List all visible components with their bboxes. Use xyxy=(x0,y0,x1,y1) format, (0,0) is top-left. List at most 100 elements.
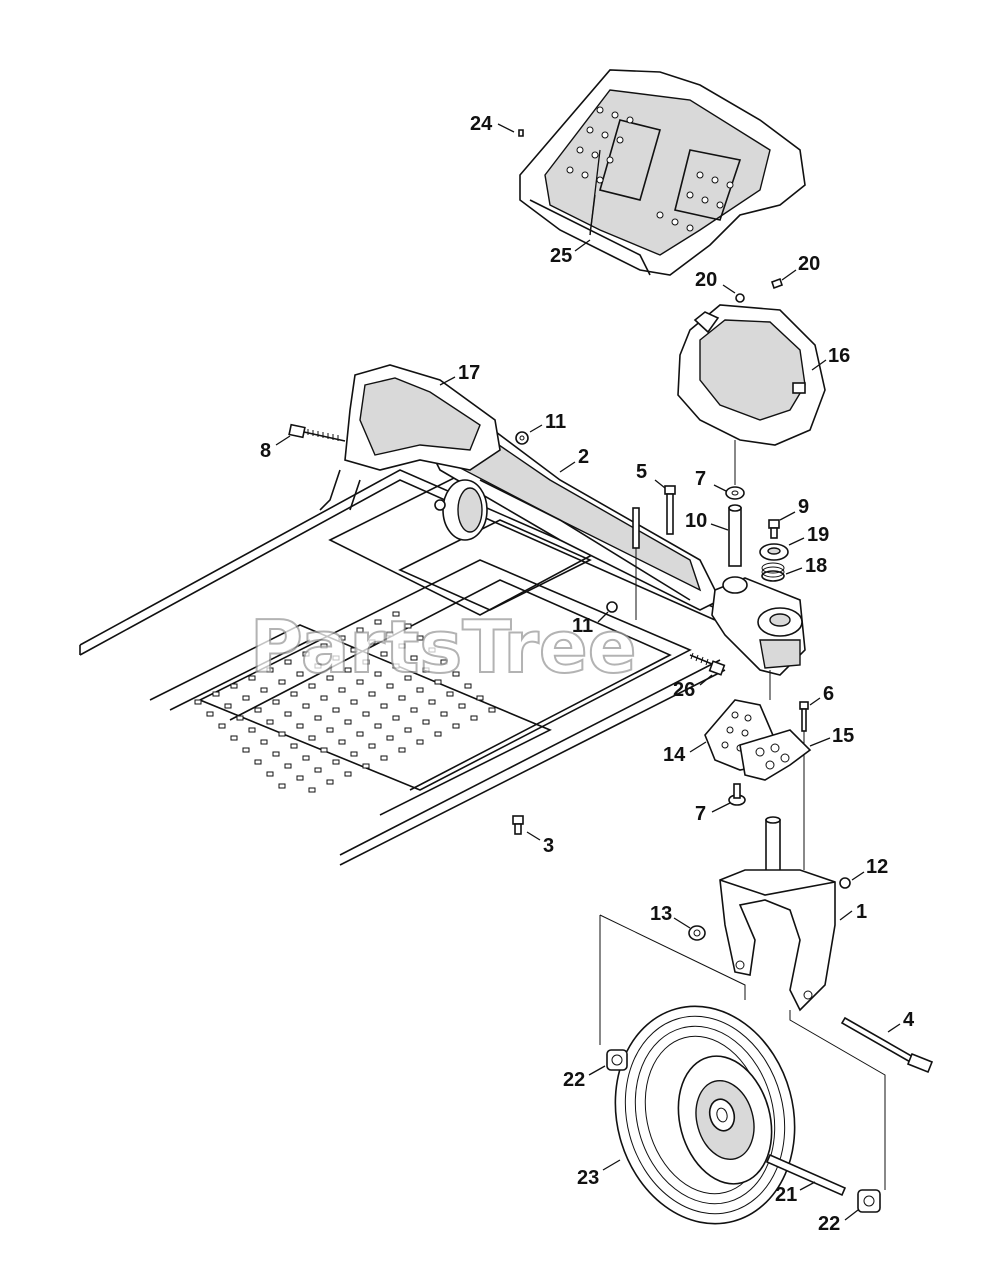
floor-hole xyxy=(350,751,358,757)
bolt-3 xyxy=(512,815,524,835)
nut-12 xyxy=(839,877,851,889)
callout-label-12: 12 xyxy=(866,856,888,878)
callout-17: 17 xyxy=(439,362,480,386)
callout-label-4: 4 xyxy=(903,1009,915,1031)
floor-hole xyxy=(422,719,430,725)
callout-label-22-left: 22 xyxy=(563,1069,585,1091)
bolt-6 xyxy=(799,701,809,870)
floor-hole xyxy=(362,763,370,769)
callout-22-left: 22 xyxy=(563,1065,606,1091)
floor-hole xyxy=(368,639,376,645)
callout-11-b: 11 xyxy=(572,611,609,637)
floor-hole xyxy=(332,759,340,765)
callout-5: 5 xyxy=(636,461,666,489)
floor-hole xyxy=(308,787,316,793)
cover-16 xyxy=(677,304,826,485)
callout-label-18: 18 xyxy=(805,555,827,577)
bolt-26 xyxy=(689,652,726,676)
floor-hole xyxy=(422,667,430,673)
callout-label-1: 1 xyxy=(856,901,867,923)
pin-10 xyxy=(728,504,742,567)
floor-hole xyxy=(350,699,358,705)
spacer-22-left xyxy=(606,1049,628,1071)
floor-hole xyxy=(380,755,388,761)
floor-hole xyxy=(284,711,292,717)
floor-hole xyxy=(302,651,310,657)
callout-label-2: 2 xyxy=(578,446,589,468)
floor-hole xyxy=(302,755,310,761)
nut-11-b xyxy=(606,601,618,613)
floor-hole xyxy=(362,711,370,717)
floor-hole xyxy=(284,763,292,769)
callout-2: 2 xyxy=(559,446,589,473)
callout-1: 1 xyxy=(839,901,867,923)
spacer-22-right xyxy=(857,1189,881,1213)
floor-hole xyxy=(404,623,412,629)
floor-hole xyxy=(416,635,424,641)
callout-label-9: 9 xyxy=(798,496,809,518)
floor-hole xyxy=(254,759,262,765)
floor-hole xyxy=(248,727,256,733)
floor-hole xyxy=(260,687,268,693)
floor-hole xyxy=(296,723,304,729)
floor-hole xyxy=(428,647,436,653)
washer-7-top xyxy=(725,486,745,500)
floor-hole xyxy=(452,671,460,677)
floor-hole xyxy=(314,715,322,721)
floor-hole xyxy=(230,735,238,741)
floor-hole xyxy=(248,675,256,681)
floor-hole xyxy=(440,711,448,717)
callout-10: 10 xyxy=(685,510,729,532)
floor-hole xyxy=(374,723,382,729)
floor-hole xyxy=(464,683,472,689)
callout-3: 3 xyxy=(526,831,554,857)
callout-label-20-b: 20 xyxy=(798,253,820,275)
callout-label-7-lower: 7 xyxy=(695,803,706,825)
callout-label-20-a: 20 xyxy=(695,269,717,291)
floor-hole xyxy=(386,735,394,741)
bolt-9 xyxy=(768,519,780,539)
callout-14: 14 xyxy=(663,741,707,766)
callout-label-24: 24 xyxy=(470,113,493,135)
floor-hole xyxy=(356,679,364,685)
floor-hole xyxy=(470,715,478,721)
floor-hole xyxy=(404,675,412,681)
floor-hole xyxy=(308,683,316,689)
floor-hole xyxy=(260,739,268,745)
floor-hole xyxy=(452,723,460,729)
floor-hole xyxy=(320,747,328,753)
caster-fork-1 xyxy=(719,816,836,1012)
callout-21: 21 xyxy=(775,1181,816,1206)
floor-hole xyxy=(272,751,280,757)
callout-label-17: 17 xyxy=(458,362,480,384)
callout-22-right: 22 xyxy=(818,1209,859,1235)
floor-hole xyxy=(434,731,442,737)
floor-hole xyxy=(338,635,346,641)
floor-hole xyxy=(194,699,202,705)
floor-hole xyxy=(284,659,292,665)
floor-hole xyxy=(326,675,334,681)
floor-hole xyxy=(374,619,382,625)
callout-label-25: 25 xyxy=(550,245,572,267)
seat-pan xyxy=(519,69,806,276)
callout-9: 9 xyxy=(779,496,809,521)
floor-hole xyxy=(488,707,496,713)
floor-hole xyxy=(392,663,400,669)
bolt-4 xyxy=(840,1016,934,1074)
screw-24 xyxy=(518,129,524,137)
floor-hole xyxy=(290,691,298,697)
floor-hole xyxy=(266,667,274,673)
callout-11-a: 11 xyxy=(529,411,566,433)
floor-hole xyxy=(386,631,394,637)
callout-label-10: 10 xyxy=(685,510,707,532)
floor-hole xyxy=(356,627,364,633)
callout-label-23: 23 xyxy=(577,1167,599,1189)
floor-hole xyxy=(314,663,322,669)
callout-16: 16 xyxy=(811,345,850,371)
floor-hole xyxy=(236,715,244,721)
floor-hole xyxy=(320,643,328,649)
axle-21 xyxy=(765,1153,847,1197)
floor-hole xyxy=(392,715,400,721)
floor-hole xyxy=(356,731,364,737)
screw-20-b xyxy=(770,277,784,290)
